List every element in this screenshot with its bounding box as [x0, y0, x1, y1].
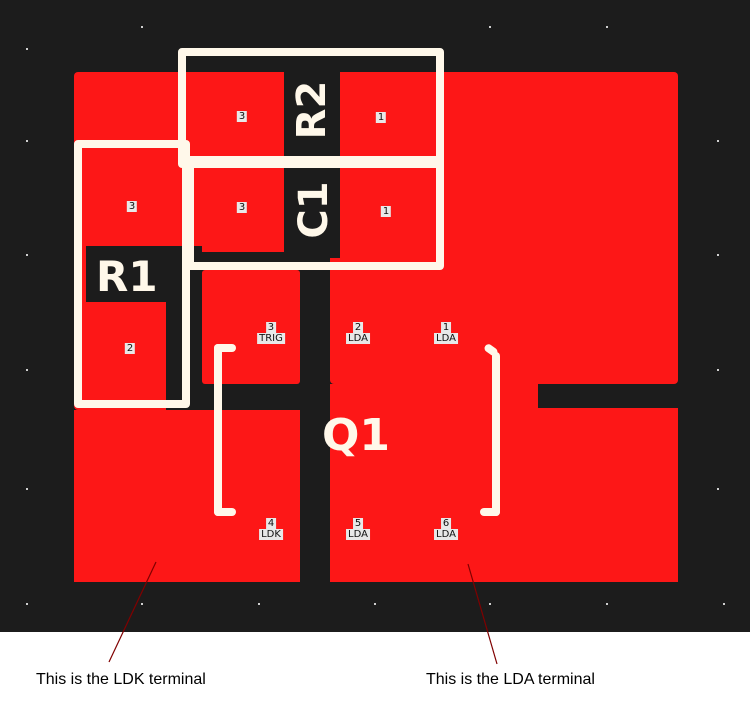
- grid-dot: [489, 26, 491, 28]
- lda-annotation: This is the LDA terminal: [426, 671, 595, 688]
- grid-dot: [723, 603, 725, 605]
- r2-pin-3: 3: [236, 111, 248, 122]
- copper-region-top-right: [330, 72, 678, 384]
- copper-region-ldk: [74, 410, 300, 582]
- q1-left-bracket-top: [214, 344, 236, 352]
- grid-dot: [26, 488, 28, 490]
- r1-pin-2: 2: [124, 343, 136, 354]
- r2-silkscreen-outline: [178, 48, 444, 168]
- copper-region-lda-bottom: [330, 384, 678, 582]
- grid-dot: [717, 488, 719, 490]
- grid-dot: [26, 369, 28, 371]
- grid-dot: [489, 603, 491, 605]
- grid-dot: [606, 603, 608, 605]
- r1-silkscreen-outline: [74, 140, 190, 408]
- grid-dot: [141, 603, 143, 605]
- q1-left-bracket: [214, 344, 222, 516]
- grid-dot: [26, 140, 28, 142]
- ldk-leader-line: [108, 561, 157, 663]
- grid-dot: [141, 26, 143, 28]
- ldk-annotation: This is the LDK terminal: [36, 671, 206, 688]
- grid-dot: [374, 603, 376, 605]
- c1-silkscreen-outline: [186, 156, 444, 270]
- lda-leader-line: [467, 563, 498, 665]
- grid-dot: [606, 26, 608, 28]
- grid-dot: [258, 603, 260, 605]
- grid-dot: [717, 254, 719, 256]
- r1-pin-3: 3: [126, 201, 138, 212]
- grid-dot: [717, 369, 719, 371]
- q1-right-bracket: [492, 352, 500, 516]
- r1-reference: R1: [96, 252, 158, 301]
- grid-dot: [26, 48, 28, 50]
- clearance-right-slot: [538, 384, 678, 408]
- q1-reference: Q1: [322, 410, 391, 461]
- q1-right-bracket-bottom: [480, 508, 500, 516]
- grid-dot: [26, 254, 28, 256]
- clearance-channel: [300, 250, 330, 582]
- r2-pin-1: 1: [375, 112, 387, 123]
- grid-dot: [717, 140, 719, 142]
- q1-left-bracket-bottom: [214, 508, 236, 516]
- c1-pin-3: 3: [236, 202, 248, 213]
- c1-pin-1: 1: [380, 206, 392, 217]
- grid-dot: [26, 603, 28, 605]
